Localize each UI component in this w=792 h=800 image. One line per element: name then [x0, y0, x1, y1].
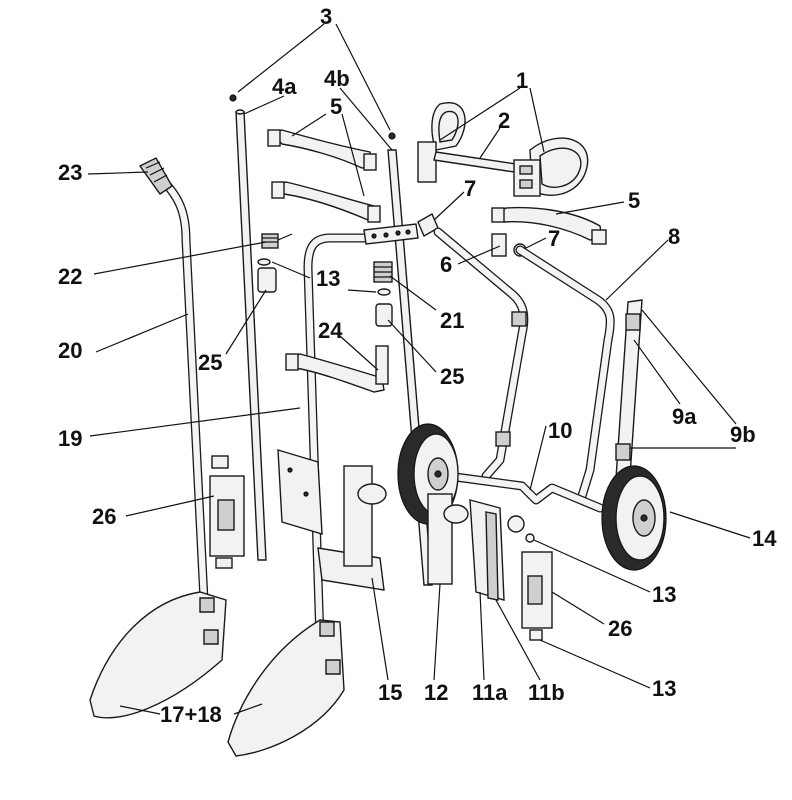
part-bushing-25-right	[375, 288, 393, 327]
leader-lines	[87, 23, 751, 715]
part-hinge-26-left	[209, 455, 245, 569]
part-bracket-2	[433, 151, 517, 173]
label-4b: 4b	[324, 66, 350, 91]
part-nut-13	[525, 533, 535, 543]
label-11b: 11b	[528, 680, 565, 705]
label-1: 1	[516, 68, 528, 93]
label-13-bottom: 13	[652, 676, 676, 701]
label-19: 19	[58, 426, 82, 451]
label-14: 14	[752, 526, 777, 551]
part-bracket-24	[285, 345, 389, 393]
part-headrest-1-left	[417, 102, 466, 183]
label-3: 3	[320, 4, 332, 29]
part-side-frame-8	[515, 245, 615, 501]
label-9b: 9b	[730, 422, 756, 447]
label-5-top: 5	[330, 94, 342, 119]
label-11a: 11a	[472, 680, 508, 705]
label-4a: 4a	[272, 74, 297, 99]
part-footplate-17	[89, 591, 227, 719]
part-spring-22	[261, 233, 293, 249]
part-clamp-7	[363, 213, 439, 245]
part-handle-tube-20	[153, 171, 209, 605]
label-7-right: 7	[548, 226, 560, 251]
label-26-right: 26	[608, 616, 632, 641]
part-handle-tube-19	[303, 233, 377, 645]
label-15: 15	[378, 680, 402, 705]
label-25-right: 25	[440, 364, 464, 389]
part-support-9a	[615, 299, 643, 479]
part-wheel-14	[601, 465, 667, 571]
label-12: 12	[424, 680, 448, 705]
label-13-middle: 13	[652, 582, 676, 607]
part-bracket-5-middle	[271, 181, 381, 223]
part-side-frame-left	[433, 227, 529, 481]
label-24: 24	[318, 318, 343, 343]
part-bracket-plate-left	[277, 449, 323, 535]
label-7-top: 7	[464, 176, 476, 201]
part-hinge-26-right	[521, 551, 553, 641]
part-plate-12	[427, 493, 469, 585]
part-bracket-5-upper	[267, 129, 377, 171]
label-6: 6	[440, 252, 452, 277]
part-plate-11a-11b	[469, 499, 525, 601]
label-13-top: 13	[316, 266, 340, 291]
part-footplate-18	[227, 619, 345, 757]
label-23: 23	[58, 160, 82, 185]
part-bracket-5-right	[491, 206, 607, 245]
label-17-18: 17+18	[160, 702, 222, 727]
part-bushing-25-left	[257, 258, 277, 293]
label-2: 2	[498, 108, 510, 133]
label-21: 21	[440, 308, 464, 333]
part-grip-23	[138, 157, 173, 195]
label-20: 20	[58, 338, 82, 363]
label-9a: 9a	[672, 404, 697, 429]
label-22: 22	[58, 264, 82, 289]
label-26-left: 26	[92, 504, 116, 529]
part-spring-21	[373, 261, 393, 283]
part-axle-10	[443, 471, 605, 513]
label-10: 10	[548, 418, 572, 443]
label-8: 8	[668, 224, 680, 249]
label-5-right: 5	[628, 188, 640, 213]
label-25-left: 25	[198, 350, 222, 375]
part-headrest-1-right	[513, 137, 589, 197]
part-plate-15	[317, 465, 387, 591]
part-rod-4a	[229, 94, 267, 561]
